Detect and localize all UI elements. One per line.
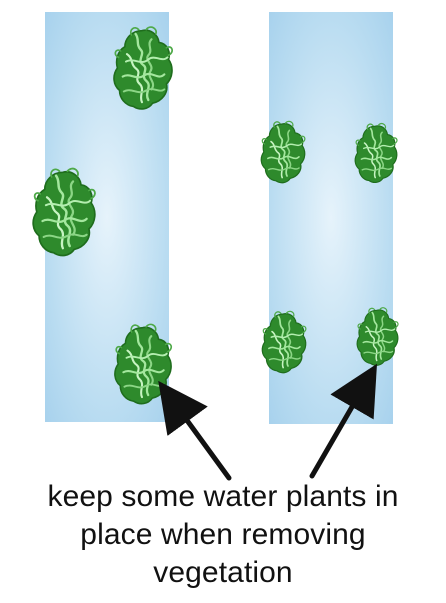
diagram-caption: keep some water plants in place when rem… [0, 478, 446, 592]
caption-line-1: keep some water plants in [0, 478, 446, 516]
caption-line-2: place when removing [0, 516, 446, 554]
caption-line-3: vegetation [0, 554, 446, 592]
arrow-to-left-channel [170, 397, 229, 478]
